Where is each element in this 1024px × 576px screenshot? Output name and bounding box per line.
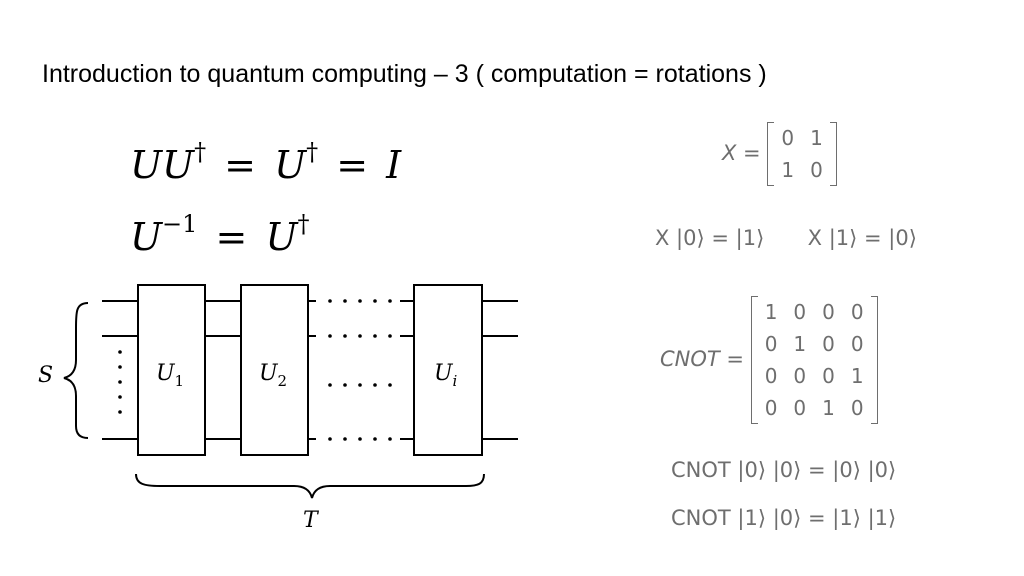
- matrix-cell: 0: [764, 364, 778, 388]
- eq1-dagger-2: †: [306, 138, 319, 166]
- eq1-equals-2: =: [336, 143, 369, 187]
- bottom-brace: [135, 473, 485, 499]
- matrix-cell: 0: [793, 300, 807, 324]
- matrix-cell: 0: [850, 332, 864, 356]
- dots-second-wire: [328, 334, 392, 338]
- unitary-equation: UU† = U† = I: [130, 138, 401, 187]
- gate-label-u1: U1: [156, 361, 184, 390]
- dots-bottom-wire: [328, 437, 392, 441]
- eq1-equals: =: [224, 143, 256, 187]
- cnot-action-1-text: CNOT |0⟩ |0⟩ = |0⟩ |0⟩: [671, 458, 897, 482]
- slide-title: Introduction to quantum computing – 3 ( …: [42, 60, 767, 88]
- matrix-cell: 1: [850, 364, 864, 388]
- matrix-cell: 0: [822, 332, 835, 356]
- steps-label: T: [303, 508, 320, 533]
- cnot-action-2: CNOT |1⟩ |0⟩ = |1⟩ |1⟩: [671, 506, 896, 530]
- matrix-cell: 1: [793, 332, 807, 356]
- eq2-exponent: −1: [162, 210, 198, 238]
- gate-label-u2: U2: [259, 361, 287, 390]
- eq2-dagger: †: [297, 210, 310, 238]
- gate-box-u1: [137, 284, 206, 456]
- dots-vertical: [118, 350, 122, 414]
- dots-middle: [328, 383, 392, 387]
- matrix-cell: 0: [822, 364, 835, 388]
- matrix-cell: 0: [781, 126, 795, 150]
- matrix-cell: 1: [810, 126, 823, 150]
- eq2-u: U: [130, 215, 163, 259]
- gate-box-u2: [240, 284, 309, 456]
- matrix-cell: 0: [764, 332, 778, 356]
- dots-top-wire: [328, 299, 392, 303]
- cnot-action-1: CNOT |0⟩ |0⟩ = |0⟩ |0⟩: [671, 458, 896, 482]
- matrix-cell: 0: [793, 396, 807, 420]
- eq1-dagger: †: [194, 138, 207, 166]
- matrix-cell: 0: [810, 158, 823, 182]
- matrix-cell: 1: [822, 396, 835, 420]
- x-gate-actions: X |0⟩ = |1⟩ X |1⟩ = |0⟩: [655, 226, 917, 250]
- matrix-cell: 1: [781, 158, 795, 182]
- eq1-uu: UU: [130, 143, 195, 187]
- x-gate-action-1: X |0⟩ = |1⟩: [655, 226, 765, 250]
- gate-box-ui: [413, 284, 483, 456]
- matrix-cell: 0: [764, 396, 778, 420]
- quantum-circuit-diagram: S U1 U2 Ui T: [38, 284, 518, 533]
- matrix-cell: 1: [764, 300, 778, 324]
- matrix-cell: 0: [822, 300, 835, 324]
- left-brace: [63, 302, 89, 439]
- gate-label-ui: Ui: [434, 361, 458, 390]
- x-gate-action-2: X |1⟩ = |0⟩: [807, 226, 917, 250]
- eq2-equals: =: [215, 215, 248, 259]
- qubits-label: S: [38, 363, 53, 388]
- matrix-cell: 0: [850, 396, 864, 420]
- matrix-cell: 0: [850, 300, 864, 324]
- x-gate-lhs: X =: [722, 141, 761, 165]
- eq2-u2: U: [265, 215, 298, 259]
- inverse-equation: U−1 = U†: [130, 210, 309, 259]
- eq1-identity: I: [386, 143, 402, 187]
- cnot-action-2-text: CNOT |1⟩ |0⟩ = |1⟩ |1⟩: [671, 506, 897, 530]
- matrix-cell: 0: [793, 364, 807, 388]
- eq1-u: U: [274, 143, 307, 187]
- cnot-lhs: CNOT =: [660, 347, 744, 371]
